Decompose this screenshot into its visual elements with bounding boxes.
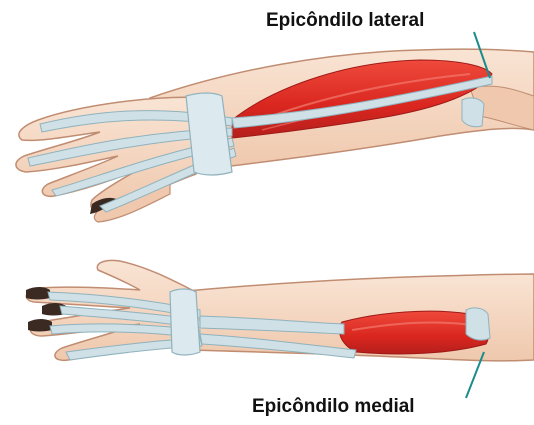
bottom-fingernail	[28, 319, 52, 332]
bottom-wrist-band	[170, 289, 200, 355]
bottom-epicondyle-attachment	[466, 308, 490, 340]
bottom-arm	[26, 260, 534, 360]
top-arm	[16, 49, 534, 222]
top-epicondyle-attachment	[462, 98, 484, 127]
lateral-epicondyle-label: Epicôndilo lateral	[266, 10, 424, 32]
bottom-fingernail	[26, 287, 50, 300]
medial-epicondyle-label: Epicôndilo medial	[252, 396, 415, 418]
